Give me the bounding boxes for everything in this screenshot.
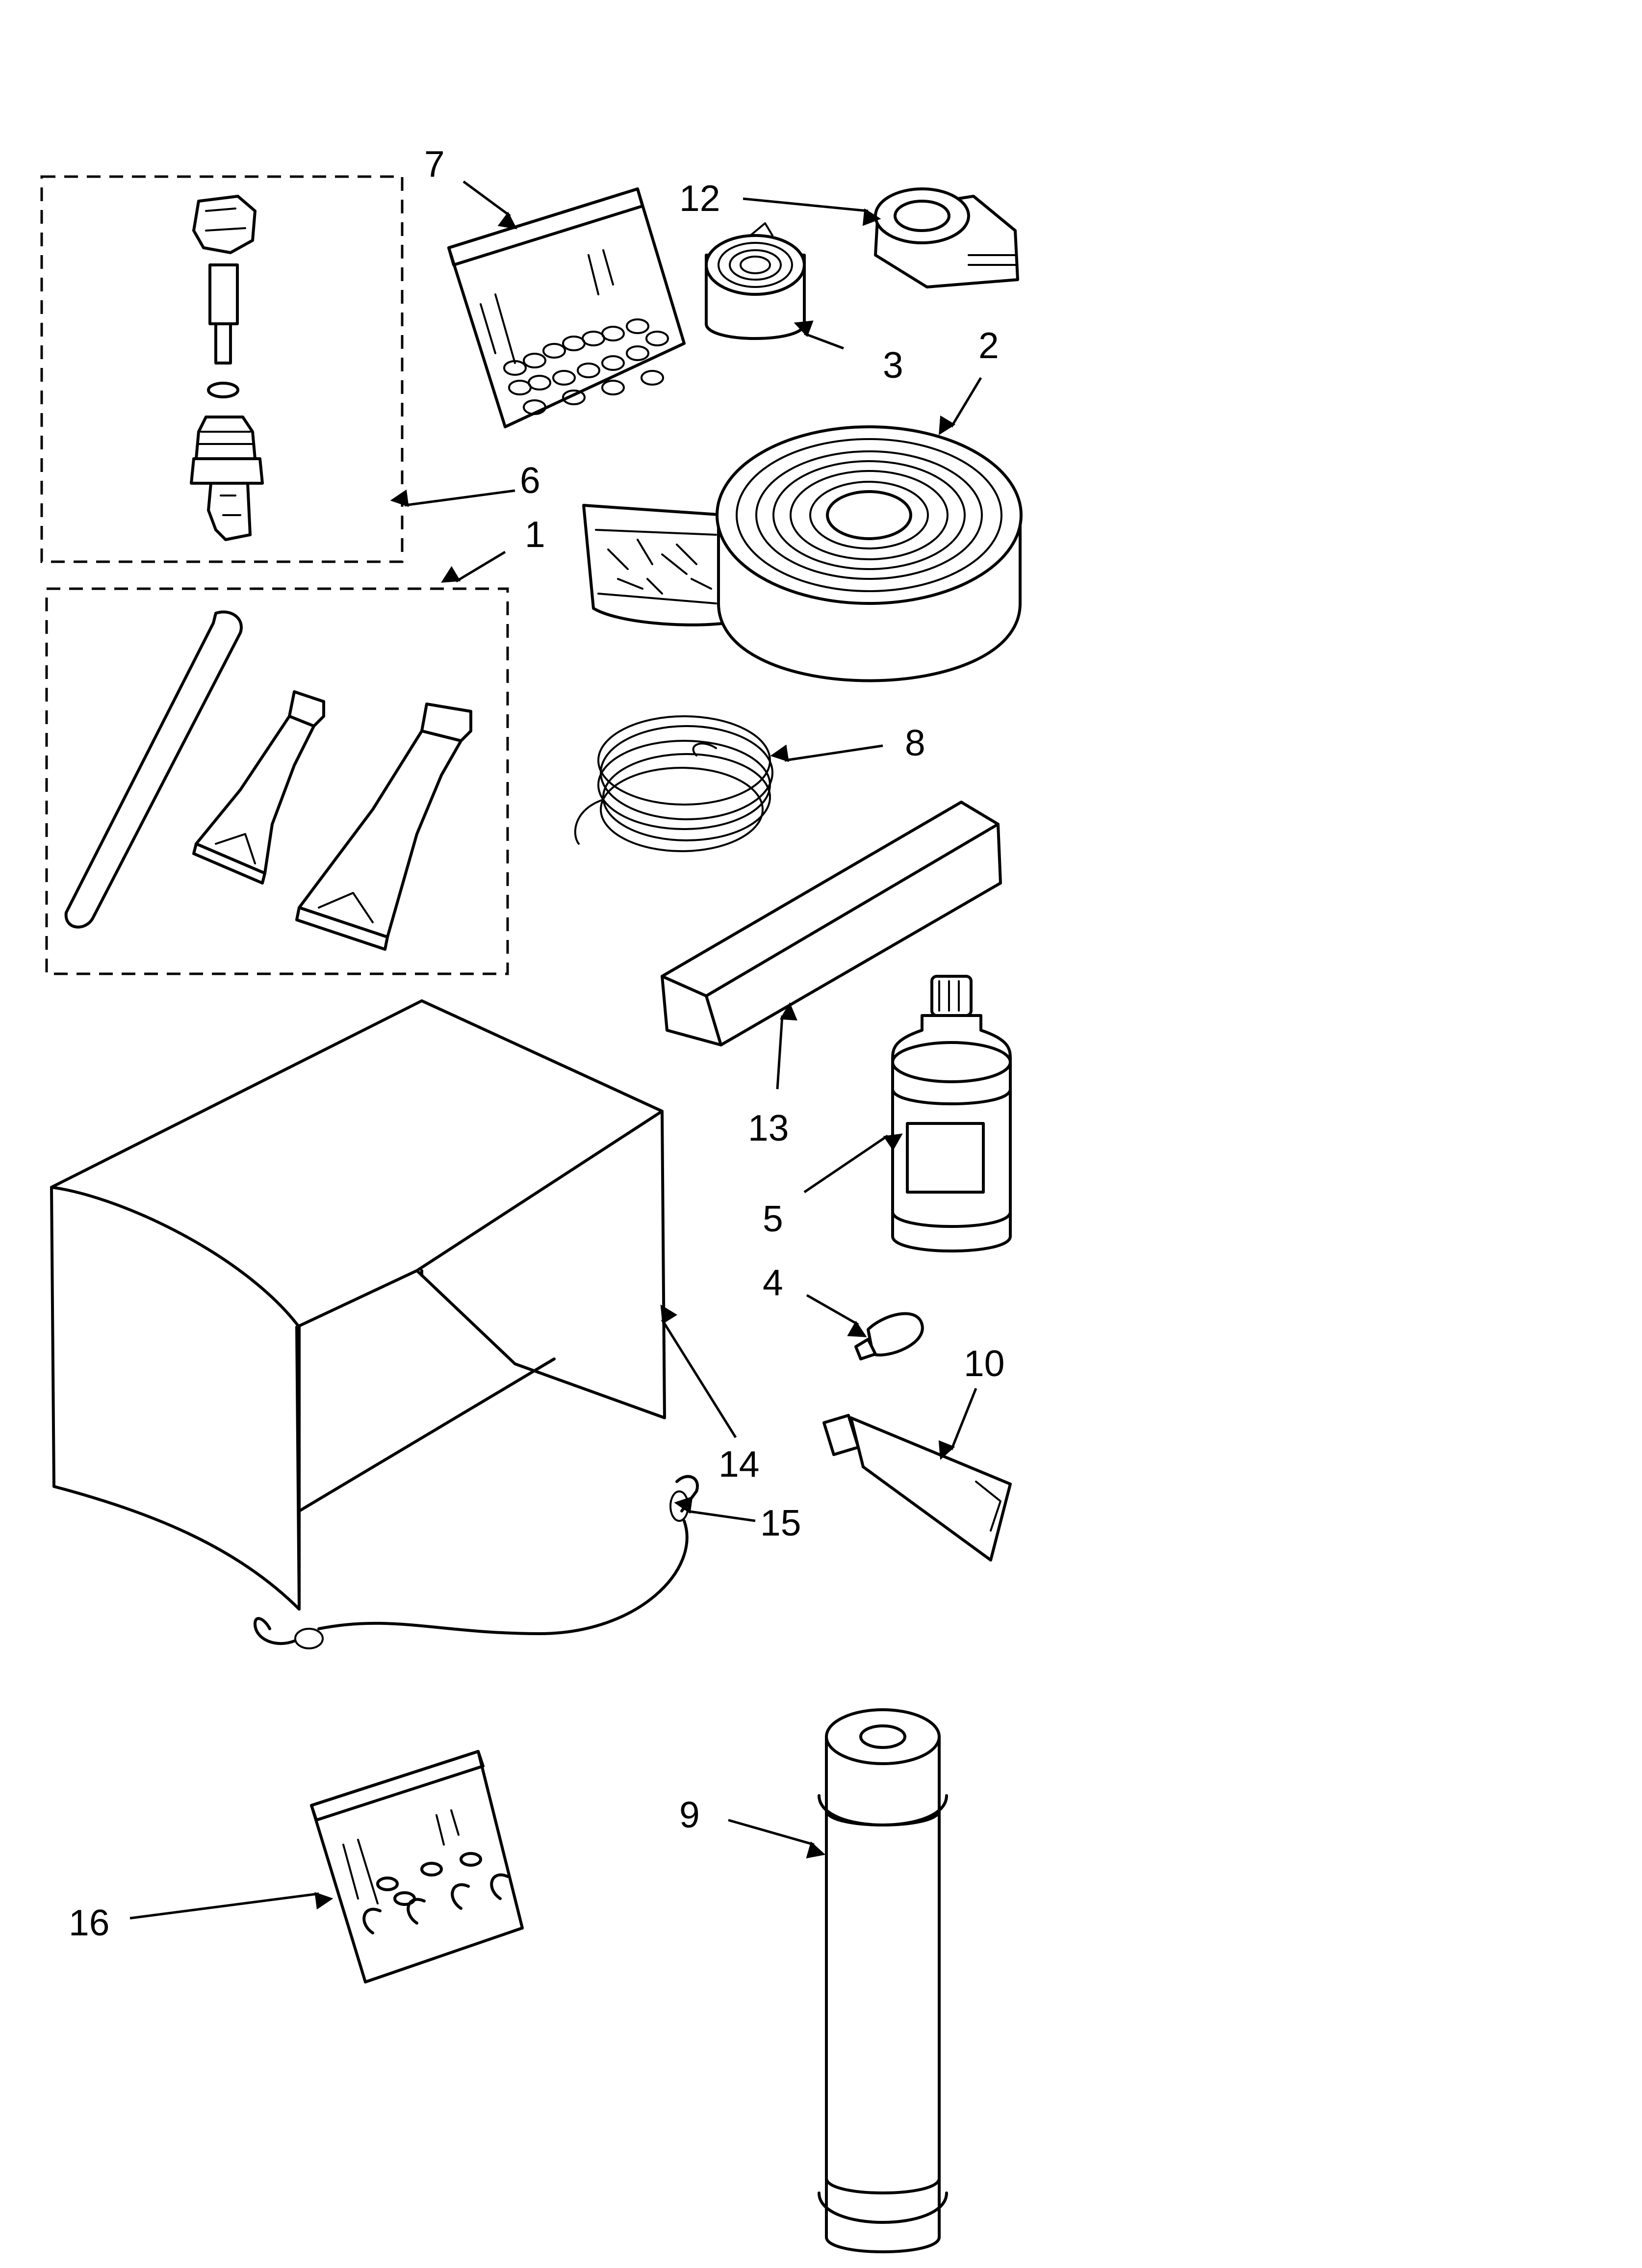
leader-lines bbox=[129, 180, 982, 1920]
callout-3: 3 bbox=[883, 344, 903, 386]
part-14-cover bbox=[50, 999, 666, 1611]
callout-labels: 7 12 3 2 6 1 8 13 5 4 10 14 15 16 9 bbox=[69, 143, 1004, 1943]
callout-2: 2 bbox=[978, 325, 999, 366]
part-16-clip-bag bbox=[310, 1750, 524, 1983]
part-2-insulation-roll bbox=[582, 425, 1023, 682]
callout-6: 6 bbox=[520, 460, 540, 501]
part-5-bottle bbox=[891, 975, 1012, 1252]
part-13-putty-bar bbox=[661, 801, 1002, 1046]
callout-7: 7 bbox=[424, 143, 445, 184]
callout-13: 13 bbox=[748, 1107, 789, 1148]
part-8-wire-coil bbox=[574, 715, 773, 852]
callout-16: 16 bbox=[69, 1902, 109, 1943]
callout-8: 8 bbox=[905, 722, 925, 763]
callout-9: 9 bbox=[679, 1794, 700, 1835]
callout-5: 5 bbox=[763, 1198, 783, 1239]
callout-1: 1 bbox=[525, 514, 545, 555]
callout-14: 14 bbox=[718, 1443, 759, 1485]
part-9-aerosol-can bbox=[818, 1708, 948, 2253]
part-12-tape-roll bbox=[874, 187, 1019, 288]
part-4-nozzle bbox=[854, 1312, 924, 1360]
part-7-screw-bag bbox=[447, 187, 686, 428]
callout-12: 12 bbox=[679, 178, 720, 219]
part-10-tube bbox=[822, 1414, 1012, 1562]
part-1-sealant-kit bbox=[45, 587, 509, 975]
callout-10: 10 bbox=[964, 1343, 1004, 1384]
part-6-valve-assembly bbox=[40, 175, 404, 563]
callout-15: 15 bbox=[760, 1502, 801, 1543]
callout-4: 4 bbox=[763, 1262, 783, 1303]
part-15-strap bbox=[254, 1475, 699, 1649]
part-3-foam-tape bbox=[705, 222, 806, 340]
